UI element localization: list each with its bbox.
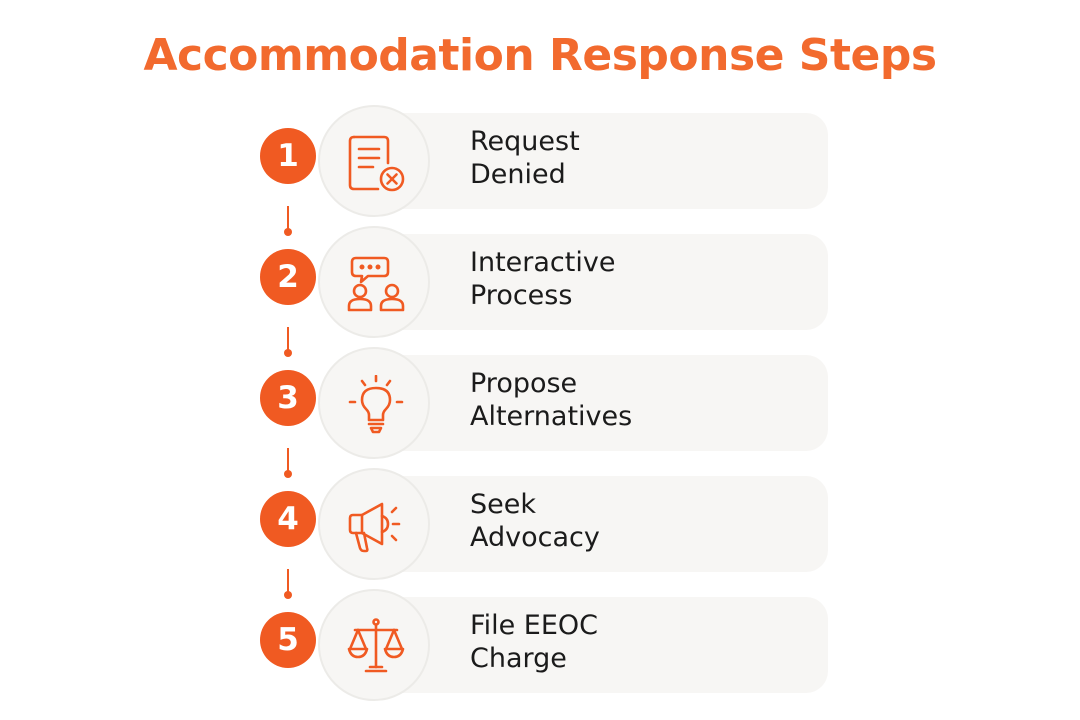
step-1: 1 Request Denied — [0, 103, 1080, 217]
step-2: 2 Interactive Process — [0, 224, 1080, 338]
page-title: Accommodation Response Steps — [143, 30, 937, 81]
step-label-line: Alternatives — [470, 401, 633, 432]
step-card — [360, 597, 828, 693]
step-label: Propose Alternatives — [470, 367, 810, 433]
step-label-line: Interactive — [470, 247, 616, 278]
scales-icon — [318, 589, 430, 701]
step-label-line: File EEOC — [470, 610, 598, 641]
step-number-badge: 2 — [260, 249, 316, 305]
step-label-line: Denied — [470, 159, 566, 190]
step-number-badge: 1 — [260, 128, 316, 184]
step-label-line: Charge — [470, 643, 567, 674]
step-label: File EEOC Charge — [470, 609, 810, 675]
step-5: 5 File EEOC Charge — [0, 587, 1080, 701]
document-x-icon — [318, 105, 430, 217]
step-card — [360, 355, 828, 451]
step-connector — [284, 327, 292, 357]
step-label-line: Request — [470, 126, 580, 157]
step-number-badge: 4 — [260, 491, 316, 547]
step-label: Request Denied — [470, 125, 810, 191]
step-connector — [284, 448, 292, 478]
step-card — [360, 234, 828, 330]
step-label-line: Process — [470, 280, 573, 311]
step-number-badge: 5 — [260, 612, 316, 668]
step-label: Seek Advocacy — [470, 488, 810, 554]
step-label-line: Propose — [470, 368, 578, 399]
megaphone-icon — [318, 468, 430, 580]
step-label-line: Seek — [470, 489, 536, 520]
step-card — [360, 476, 828, 572]
step-connector — [284, 206, 292, 236]
step-3: 3 Propose Alternatives — [0, 345, 1080, 459]
step-label: Interactive Process — [470, 246, 810, 312]
lightbulb-icon — [318, 347, 430, 459]
step-card — [360, 113, 828, 209]
step-4: 4 Seek Advocacy — [0, 466, 1080, 580]
step-label-line: Advocacy — [470, 522, 600, 553]
step-number-badge: 3 — [260, 370, 316, 426]
people-chat-icon — [318, 226, 430, 338]
step-connector — [284, 569, 292, 599]
